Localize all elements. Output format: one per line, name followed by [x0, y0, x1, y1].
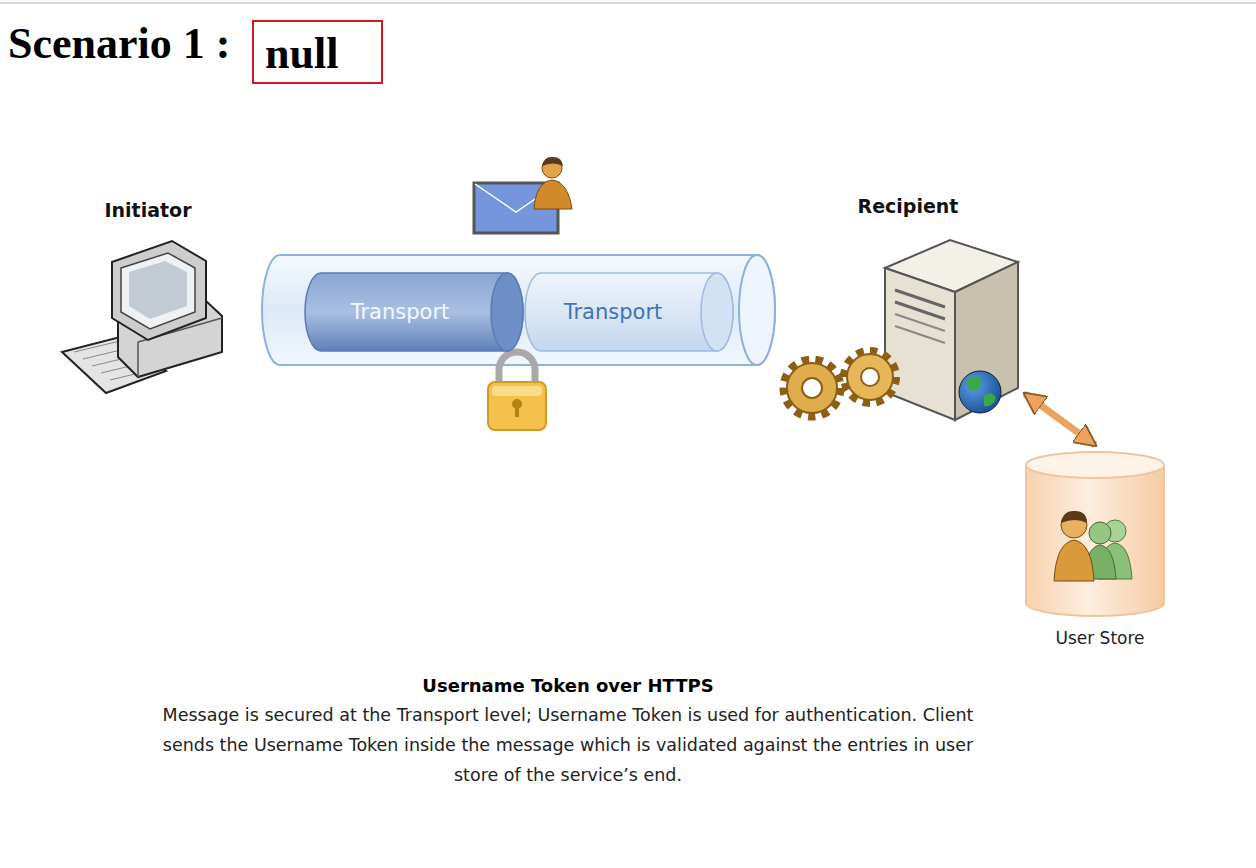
drawing-part [488, 382, 546, 430]
drawing-part [112, 241, 206, 340]
page-title: Scenario 1 : [8, 22, 230, 66]
drawing-part [542, 157, 563, 166]
drawing-part [499, 352, 535, 386]
node-label: Transport [351, 300, 450, 324]
cylinder-cap [491, 273, 523, 351]
double-arrow [1025, 394, 1095, 445]
caption-text: Message is secured at the Transport leve… [150, 700, 986, 790]
drawing-part [966, 377, 981, 391]
cylinder-cap [701, 273, 733, 351]
gears-icon [785, 352, 895, 415]
drawing-part [955, 262, 1018, 420]
drawing-part [984, 393, 996, 406]
store-body [1026, 465, 1164, 616]
keyboard-key-row [74, 341, 120, 352]
top-rule [0, 2, 1256, 4]
node-label: null [265, 29, 338, 80]
node-label: Transport [564, 300, 663, 324]
drawing-part [787, 363, 837, 413]
user-store-cylinder-shape [1020, 445, 1170, 655]
drawing-part [959, 371, 1001, 413]
padlock-icon [488, 352, 546, 430]
transport-cylinder: Transport [525, 272, 733, 352]
transport-pipe [262, 255, 775, 365]
drawing-part [515, 405, 519, 417]
drawing-part [534, 180, 572, 209]
drawing-part [137, 342, 139, 377]
drawing-part [262, 255, 775, 365]
drawing-part [739, 255, 775, 365]
drawing-part [129, 261, 187, 319]
drawing-part [861, 368, 879, 386]
drawing-part [785, 361, 839, 415]
cylinder-body [525, 273, 733, 351]
computer-icon [62, 241, 222, 393]
cylinder-body [305, 273, 523, 351]
figure-caption: Username Token over HTTPS [150, 673, 986, 699]
store-top [1026, 452, 1164, 478]
message-envelope-icon [474, 157, 572, 233]
node-label: Initiator [104, 200, 191, 222]
recipient-node: Recipient [770, 192, 1025, 424]
users-icon [1054, 511, 1132, 581]
transport-cylinder: Transport [305, 272, 523, 352]
initiator-node: Initiator [55, 196, 235, 400]
drawing-part [802, 378, 822, 398]
globe-icon [959, 371, 1001, 413]
user-store-cylinder: User Store [1020, 445, 1170, 655]
drawing-part [895, 326, 945, 343]
drawing-part [847, 354, 893, 400]
node-label: Recipient [858, 196, 959, 218]
highlight-box: null [252, 20, 383, 84]
drawing-part [492, 386, 542, 396]
node-label: User Store [1055, 629, 1144, 649]
drawing-part [885, 268, 955, 420]
drawing-part [845, 352, 895, 402]
server-icon [885, 240, 1018, 420]
drawing-part [121, 253, 195, 329]
